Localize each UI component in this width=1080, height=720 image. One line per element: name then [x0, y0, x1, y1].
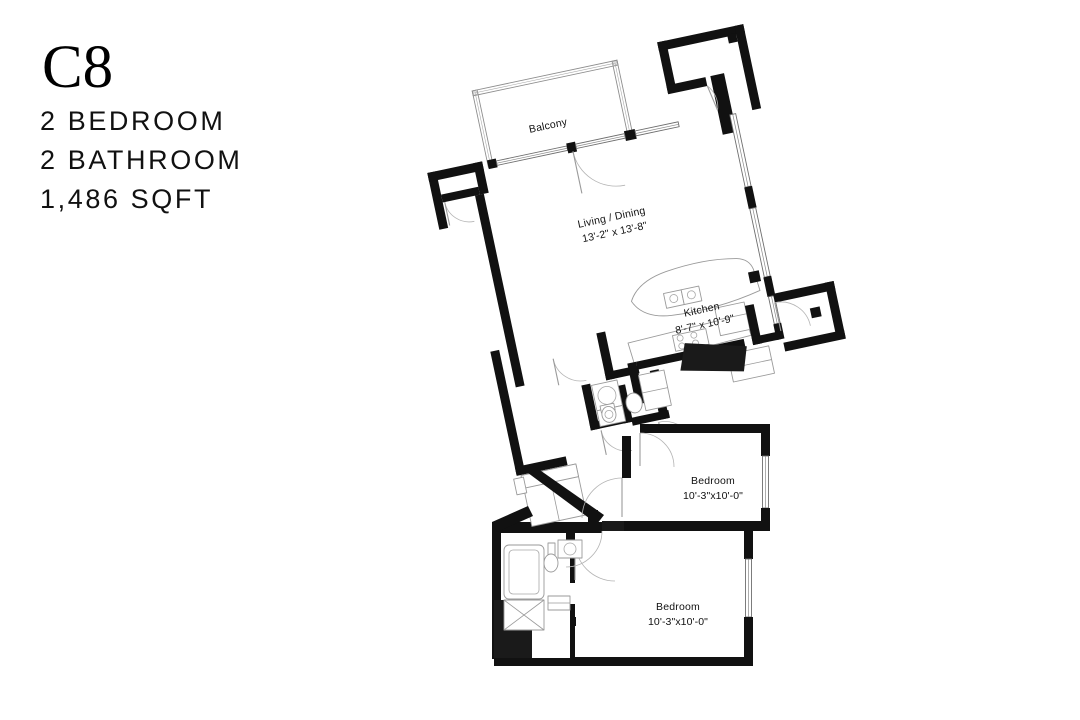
- east-window-wall: [729, 113, 785, 341]
- label-bedroom-2: Bedroom: [656, 601, 700, 613]
- title-block: C8 2 BEDROOM 2 BATHROOM 1,486 SQFT: [40, 34, 420, 219]
- floorplan-drawing: Living / Dining 13'-2" x 13'-8" Balcony …: [427, 24, 846, 666]
- hall-entry-swings: [565, 477, 623, 568]
- label-balcony: Balcony: [528, 116, 569, 136]
- lower-plan-group: Bedroom 10'-3"x10'-0" Bedroom 10: [492, 424, 770, 666]
- bedroom-1: Bedroom 10'-3"x10'-0": [622, 424, 770, 531]
- floorplan-container: Living / Dining 13'-2" x 13'-8" Balcony …: [420, 0, 1080, 720]
- powder-room-fixtures: [599, 369, 672, 423]
- living-dining-floor: [475, 110, 788, 385]
- north-wall-assembly: [486, 121, 680, 194]
- nook-walls: [492, 466, 624, 532]
- spec-bedrooms: 2 BEDROOM: [40, 105, 226, 136]
- upper-plan-group: Living / Dining 13'-2" x 13'-8" Balcony …: [427, 24, 846, 405]
- spec-area: 1,486 SQFT: [40, 184, 214, 215]
- label-bedroom-1: Bedroom: [691, 475, 735, 487]
- dim-bedroom-1: 10'-3"x10'-0": [683, 490, 743, 502]
- spec-bathrooms: 2 BATHROOM: [40, 144, 243, 175]
- unit-code: C8: [42, 34, 114, 101]
- upper-right-room: [657, 24, 762, 135]
- shaft-hatch: [680, 343, 747, 372]
- dim-bedroom-2: 10'-3"x10'-0": [648, 616, 708, 628]
- master-bathroom: [492, 522, 602, 659]
- west-wall-assembly: [427, 161, 525, 388]
- entry-foyer-group: [727, 280, 846, 383]
- mid-plan-group: [490, 343, 747, 476]
